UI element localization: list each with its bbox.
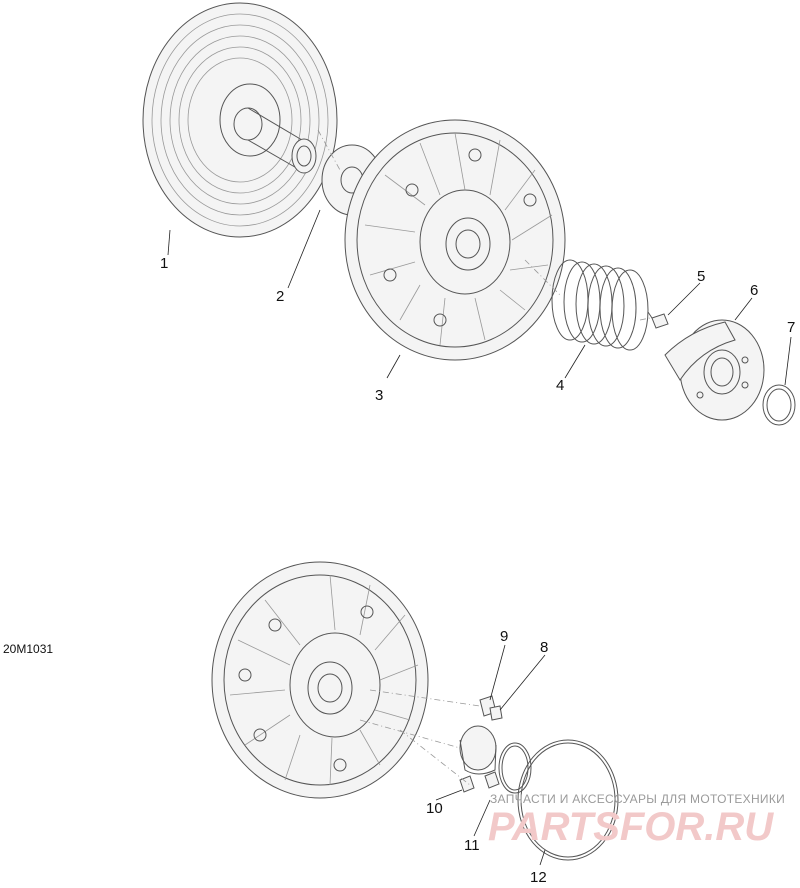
callout-4: 4 xyxy=(556,377,564,394)
callout-5: 5 xyxy=(697,268,705,285)
sheave-assembly-lower xyxy=(211,561,429,799)
callout-10: 10 xyxy=(426,800,443,817)
watermark-logo: PARTSFOR.RU xyxy=(488,805,774,849)
callout-9: 9 xyxy=(500,628,508,645)
callout-8: 8 xyxy=(540,639,548,656)
callout-6: 6 xyxy=(750,282,758,299)
watermark-tagline: ЗАПЧАСТИ И АКСЕССУАРЫ ДЛЯ МОТОТЕХНИКИ xyxy=(490,792,785,806)
callout-2: 2 xyxy=(276,288,284,305)
slider-part-5 xyxy=(647,311,669,329)
movable-sheave-part-3 xyxy=(344,119,566,361)
ring-part-11 xyxy=(498,742,532,794)
snap-ring-part-7 xyxy=(762,384,796,426)
callout-1: 1 xyxy=(160,255,168,272)
assembly-axis-lines xyxy=(317,129,651,786)
ring-part-12 xyxy=(517,739,619,861)
spring-part-4 xyxy=(551,259,649,351)
cam-part-6 xyxy=(664,319,765,421)
callout-7: 7 xyxy=(787,319,795,336)
callout-3: 3 xyxy=(375,387,383,404)
callout-12: 12 xyxy=(530,869,547,886)
callout-11: 11 xyxy=(464,837,480,854)
bushing-part-8 xyxy=(489,705,503,721)
fixed-sheave-part-1 xyxy=(142,2,338,238)
sleeve-part-10 xyxy=(459,725,500,793)
leader-lines xyxy=(167,209,792,866)
diagram-code: 20M1031 xyxy=(3,642,53,656)
